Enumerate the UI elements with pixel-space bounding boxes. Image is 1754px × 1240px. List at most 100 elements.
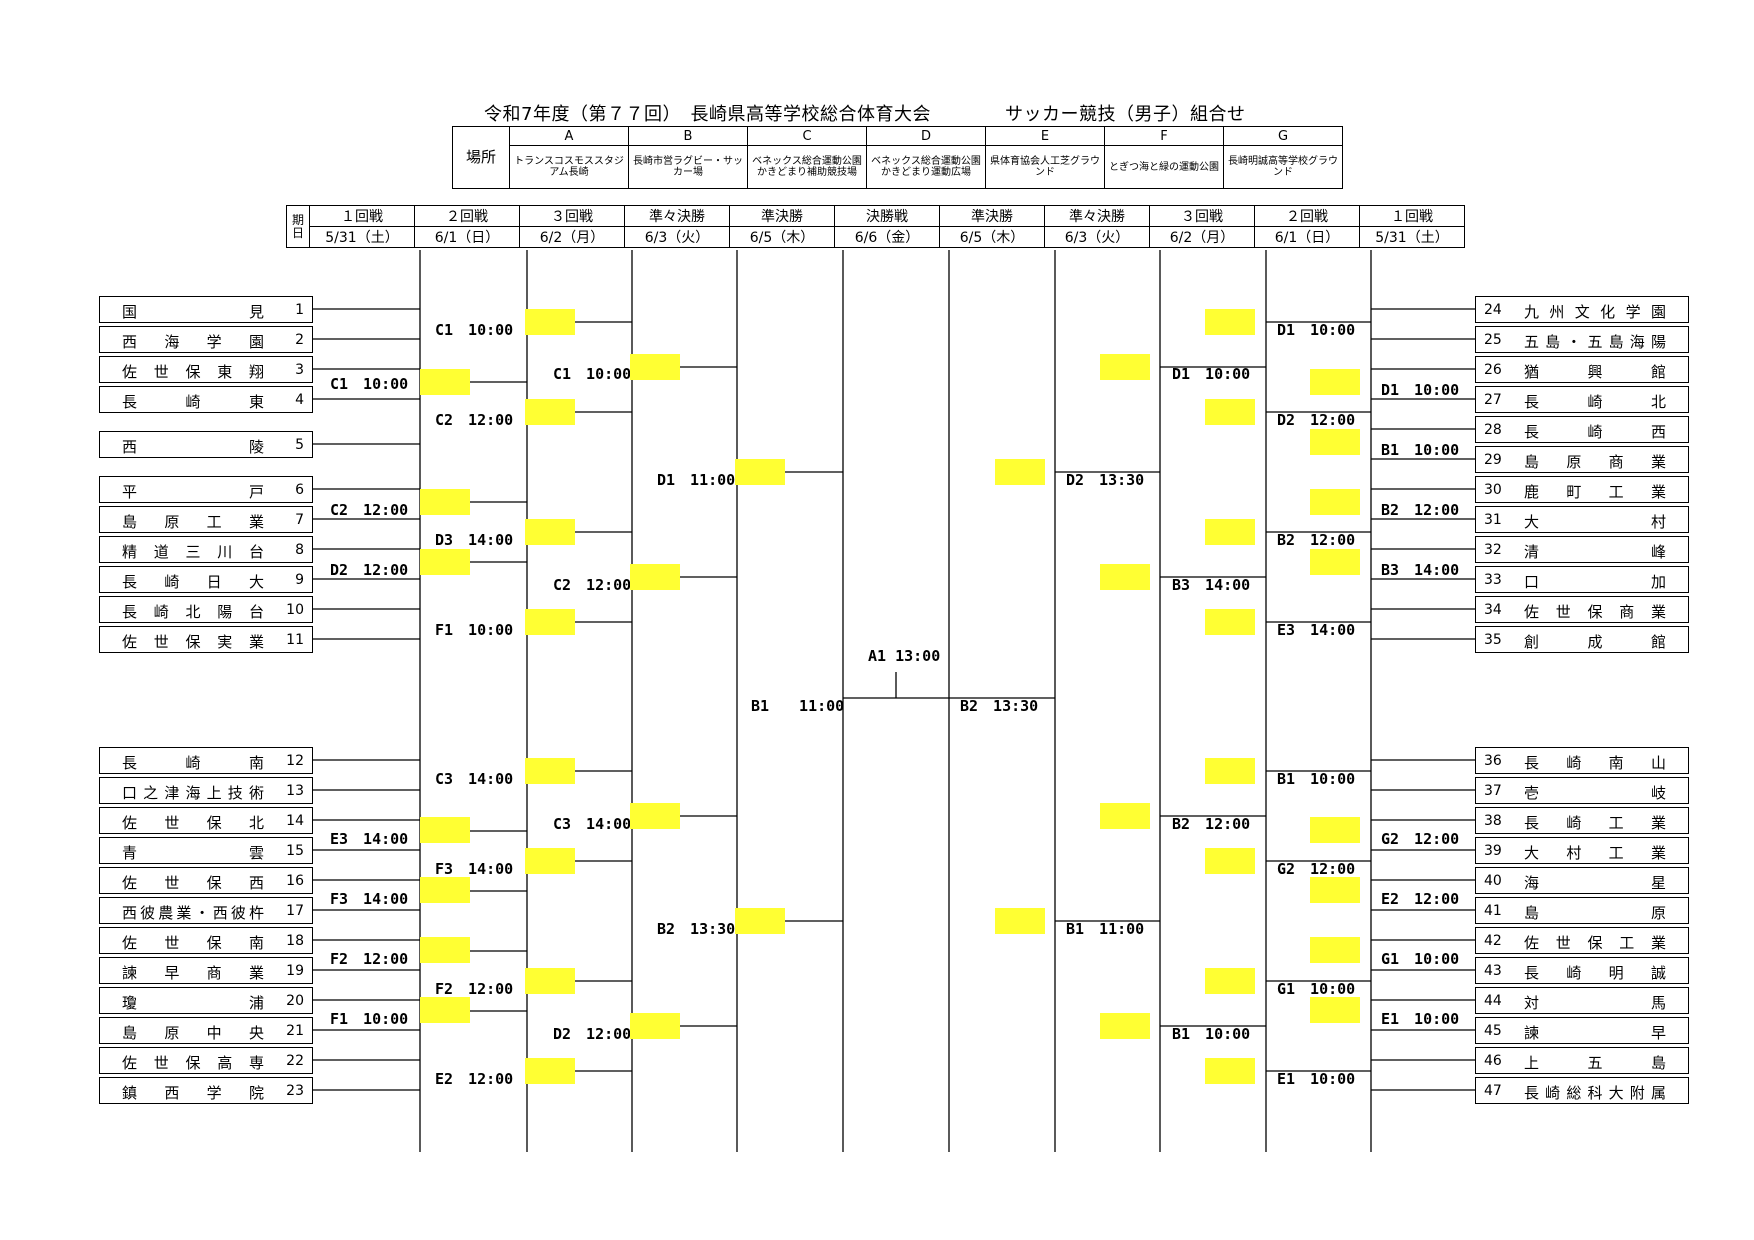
match-label: F1 10:00: [330, 1010, 409, 1028]
team-entry: 長崎日大 9: [99, 566, 313, 593]
team-number: 46: [1484, 1053, 1502, 1069]
team-entry: 佐世保北 14: [99, 807, 313, 834]
highlight-marker: [630, 1013, 680, 1039]
match-label: B2 12:00: [1277, 531, 1356, 549]
team-name: 佐世保実業: [122, 633, 264, 651]
highlight-marker: [1205, 848, 1255, 874]
team-name: 口加: [1524, 573, 1666, 591]
match-label: F3 14:00: [435, 860, 514, 878]
team-name: 鎮西学院: [122, 1084, 264, 1102]
match-label: B1 10:00: [1381, 441, 1460, 459]
team-entry: 精道三川台 8: [99, 536, 313, 563]
team-number: 45: [1484, 1023, 1502, 1039]
page-title: 令和7年度（第７７回） 長崎県高等学校総合体育大会 サッカー競技（男子）組合せ: [484, 104, 1246, 125]
highlight-marker: [1310, 369, 1360, 395]
team-entry: 長崎南 12: [99, 747, 313, 774]
match-label: A1 13:00: [868, 647, 941, 665]
team-name: 西彼農業・西彼杵: [122, 904, 264, 922]
match-label: B2 13:30: [657, 920, 736, 938]
highlight-marker: [420, 549, 470, 575]
highlight-marker: [1100, 354, 1150, 380]
highlight-marker: [1310, 489, 1360, 515]
round-name: 準決勝: [939, 205, 1045, 227]
team-name: 精道三川台: [122, 543, 264, 561]
team-number: 22: [286, 1053, 304, 1069]
team-name: 清峰: [1524, 543, 1666, 561]
venue-name: 長崎市営ラグビー・サッカー場: [628, 145, 748, 189]
round-name: 準々決勝: [624, 205, 730, 227]
team-name: 瓊浦: [122, 994, 264, 1012]
team-number: 33: [1484, 572, 1502, 588]
highlight-marker: [525, 309, 575, 335]
match-label: D2 12:00: [330, 561, 409, 579]
team-name: 長崎日大: [122, 573, 264, 591]
highlight-marker: [630, 354, 680, 380]
team-name: 佐世保東翔: [122, 363, 264, 381]
highlight-marker: [735, 908, 785, 934]
match-label: D1 10:00: [1381, 381, 1460, 399]
match-label: B2 13:30: [960, 697, 1039, 715]
round-date: 6/3（火）: [624, 226, 730, 248]
team-number: 40: [1484, 873, 1502, 889]
team-name: 平戸: [122, 483, 264, 501]
highlight-marker: [420, 489, 470, 515]
team-name: 長崎北陽台: [122, 603, 264, 621]
team-number: 13: [286, 783, 304, 799]
team-number: 47: [1484, 1083, 1502, 1099]
match-label: F2 12:00: [330, 950, 409, 968]
team-number: 12: [286, 753, 304, 769]
match-label: B1 11:00: [1066, 920, 1145, 938]
team-number: 18: [286, 933, 304, 949]
match-label: C2 12:00: [435, 411, 514, 429]
team-name: 長崎総科大附属: [1524, 1084, 1666, 1102]
team-number: 23: [286, 1083, 304, 1099]
match-label: F1 10:00: [435, 621, 514, 639]
team-number: 10: [286, 602, 304, 618]
highlight-marker: [1100, 564, 1150, 590]
team-name: 長崎工業: [1524, 814, 1666, 832]
match-label: D3 14:00: [435, 531, 514, 549]
team-number: 29: [1484, 452, 1502, 468]
highlight-marker: [525, 519, 575, 545]
team-name: 長崎南: [122, 754, 264, 772]
round-date: 6/6（金）: [834, 226, 940, 248]
match-label: E2 12:00: [435, 1070, 514, 1088]
team-entry: 47 長崎総科大附属: [1475, 1077, 1689, 1104]
highlight-marker: [1100, 1013, 1150, 1039]
round-date: 6/1（日）: [414, 226, 520, 248]
team-name: 鹿町工業: [1524, 483, 1666, 501]
team-number: 9: [295, 572, 304, 588]
match-label: D1 10:00: [1172, 365, 1251, 383]
team-number: 37: [1484, 783, 1502, 799]
team-name: 青雲: [122, 844, 264, 862]
highlight-marker: [420, 937, 470, 963]
highlight-marker: [1310, 429, 1360, 455]
team-number: 8: [295, 542, 304, 558]
match-label: D2 12:00: [553, 1025, 632, 1043]
team-number: 14: [286, 813, 304, 829]
team-name: 大村工業: [1524, 844, 1666, 862]
team-number: 2: [295, 332, 304, 348]
team-name: 対馬: [1524, 994, 1666, 1012]
match-label: E3 14:00: [1277, 621, 1356, 639]
team-number: 6: [295, 482, 304, 498]
round-date: 5/31（土）: [309, 226, 415, 248]
venue-name: 長崎明誠高等学校グラウンド: [1223, 145, 1343, 189]
team-name: 佐世保北: [122, 814, 264, 832]
